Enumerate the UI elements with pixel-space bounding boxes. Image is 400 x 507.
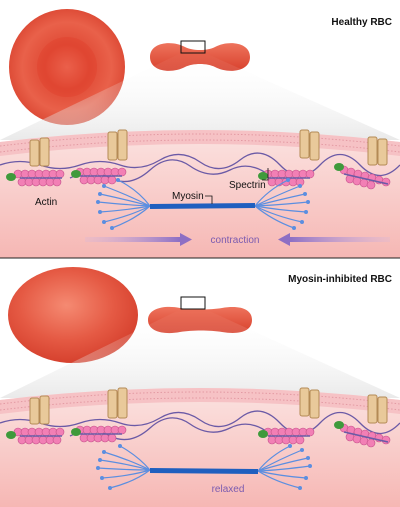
membrane-protein: [29, 129, 388, 167]
rbc-top-view-inhibited: [8, 267, 138, 363]
label-myosin: Myosin: [172, 191, 204, 202]
myosin-filament: [96, 178, 310, 230]
zoom-wedge: [0, 53, 400, 140]
spectrin-network: [0, 152, 400, 177]
zoom-wedge: [0, 309, 400, 398]
zoom-box: [180, 296, 206, 310]
flow-label: contraction: [211, 235, 260, 246]
actin-cap: [6, 163, 344, 181]
panel-title: Healthy RBC: [331, 17, 392, 28]
membrane-protein: [29, 387, 388, 425]
myosin-filament: [96, 444, 312, 490]
panel-healthy: Healthy RBC: [0, 9, 400, 258]
flow-label: relaxed: [212, 484, 245, 495]
panel-inhibited: Myosin-inhibited RBC: [0, 267, 400, 507]
contraction-arrows: contraction: [85, 233, 390, 246]
spectrin-network: [0, 410, 400, 435]
label-spectrin: Spectrin: [229, 180, 266, 191]
label-actin: Actin: [35, 197, 57, 208]
actin-filament: [13, 423, 391, 448]
panel-title: Myosin-inhibited RBC: [288, 274, 392, 285]
actin-cap: [6, 421, 344, 439]
